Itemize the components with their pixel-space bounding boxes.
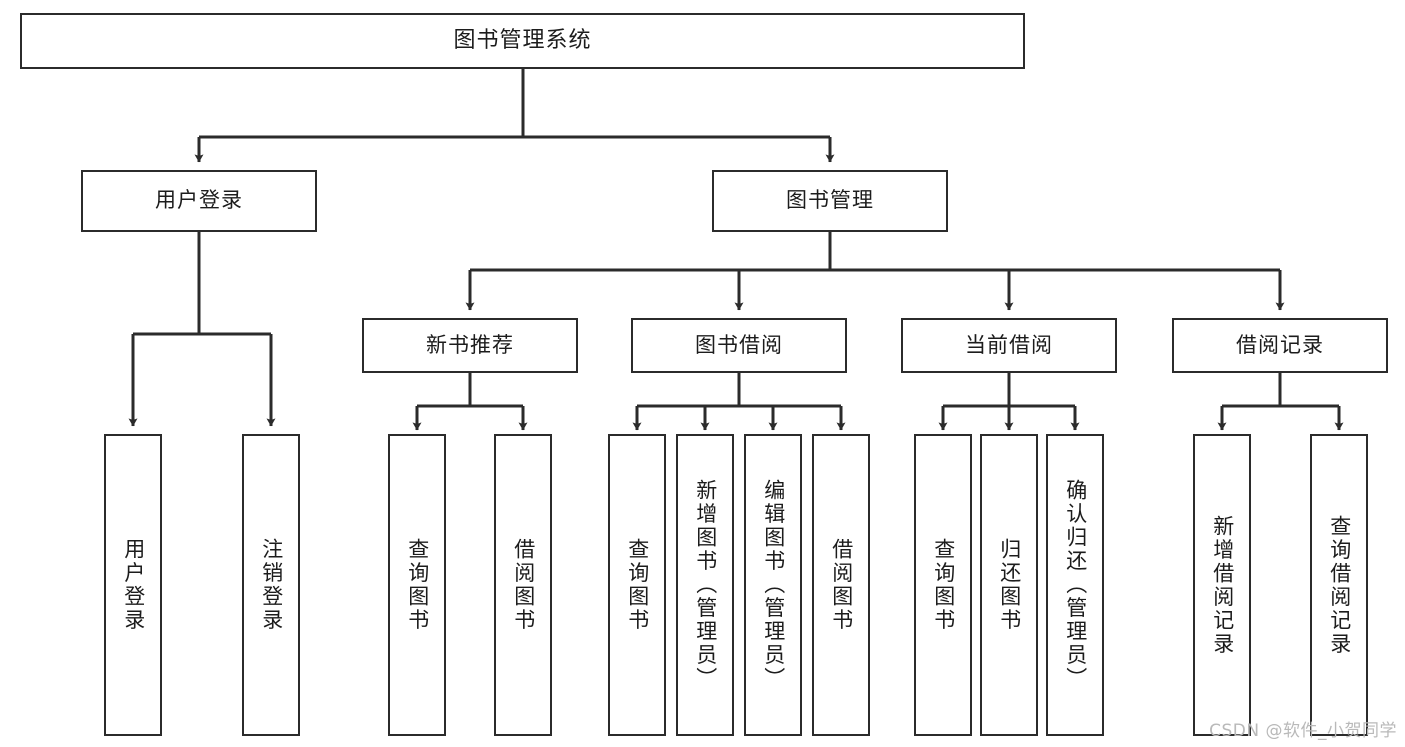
node-leaf-return-book[interactable]: 归还图书	[980, 434, 1038, 736]
node-new-book-recommend-label: 新书推荐	[426, 332, 514, 357]
node-leaf-borrow-book-1-label: 借阅图书	[511, 538, 536, 632]
node-new-book-recommend[interactable]: 新书推荐	[362, 318, 578, 373]
node-leaf-query-book-1-label: 查询图书	[405, 538, 430, 632]
node-leaf-query-book-3-label: 查询图书	[931, 538, 956, 632]
node-book-borrow[interactable]: 图书借阅	[631, 318, 847, 373]
csdn-watermark: CSDN @软件_小贺同学	[1209, 721, 1397, 741]
node-leaf-query-record-label: 查询借阅记录	[1327, 514, 1352, 656]
node-leaf-query-book-2-label: 查询图书	[625, 538, 650, 632]
node-leaf-return-book-label: 归还图书	[997, 538, 1022, 632]
node-leaf-confirm-return[interactable]: 确认归还（管理员）	[1046, 434, 1104, 736]
node-leaf-add-record[interactable]: 新增借阅记录	[1193, 434, 1251, 736]
node-leaf-add-book-label: 新增图书（管理员）	[693, 479, 718, 691]
node-leaf-edit-book[interactable]: 编辑图书（管理员）	[744, 434, 802, 736]
node-leaf-borrow-book-1[interactable]: 借阅图书	[494, 434, 552, 736]
node-leaf-user-login[interactable]: 用户登录	[104, 434, 162, 736]
node-book-management-label: 图书管理	[786, 188, 874, 213]
node-user-login-label: 用户登录	[155, 188, 243, 213]
node-borrow-record[interactable]: 借阅记录	[1172, 318, 1388, 373]
node-root-label: 图书管理系统	[453, 27, 592, 53]
node-leaf-query-book-2[interactable]: 查询图书	[608, 434, 666, 736]
node-leaf-query-book-1[interactable]: 查询图书	[388, 434, 446, 736]
node-leaf-add-record-label: 新增借阅记录	[1210, 514, 1235, 656]
node-leaf-query-book-3[interactable]: 查询图书	[914, 434, 972, 736]
node-user-login[interactable]: 用户登录	[81, 170, 317, 232]
node-leaf-add-book[interactable]: 新增图书（管理员）	[676, 434, 734, 736]
node-current-borrow-label: 当前借阅	[965, 332, 1053, 357]
node-borrow-record-label: 借阅记录	[1236, 332, 1324, 357]
node-leaf-borrow-book-2-label: 借阅图书	[829, 538, 854, 632]
node-current-borrow[interactable]: 当前借阅	[901, 318, 1117, 373]
node-leaf-query-record[interactable]: 查询借阅记录	[1310, 434, 1368, 736]
node-leaf-borrow-book-2[interactable]: 借阅图书	[812, 434, 870, 736]
node-leaf-confirm-return-label: 确认归还（管理员）	[1063, 479, 1088, 691]
node-root[interactable]: 图书管理系统	[20, 13, 1025, 69]
node-book-management[interactable]: 图书管理	[712, 170, 948, 232]
node-leaf-user-login-label: 用户登录	[121, 538, 146, 632]
node-book-borrow-label: 图书借阅	[695, 332, 783, 357]
node-leaf-edit-book-label: 编辑图书（管理员）	[761, 479, 786, 691]
node-leaf-logout-login-label: 注销登录	[259, 538, 284, 632]
node-leaf-logout-login[interactable]: 注销登录	[242, 434, 300, 736]
